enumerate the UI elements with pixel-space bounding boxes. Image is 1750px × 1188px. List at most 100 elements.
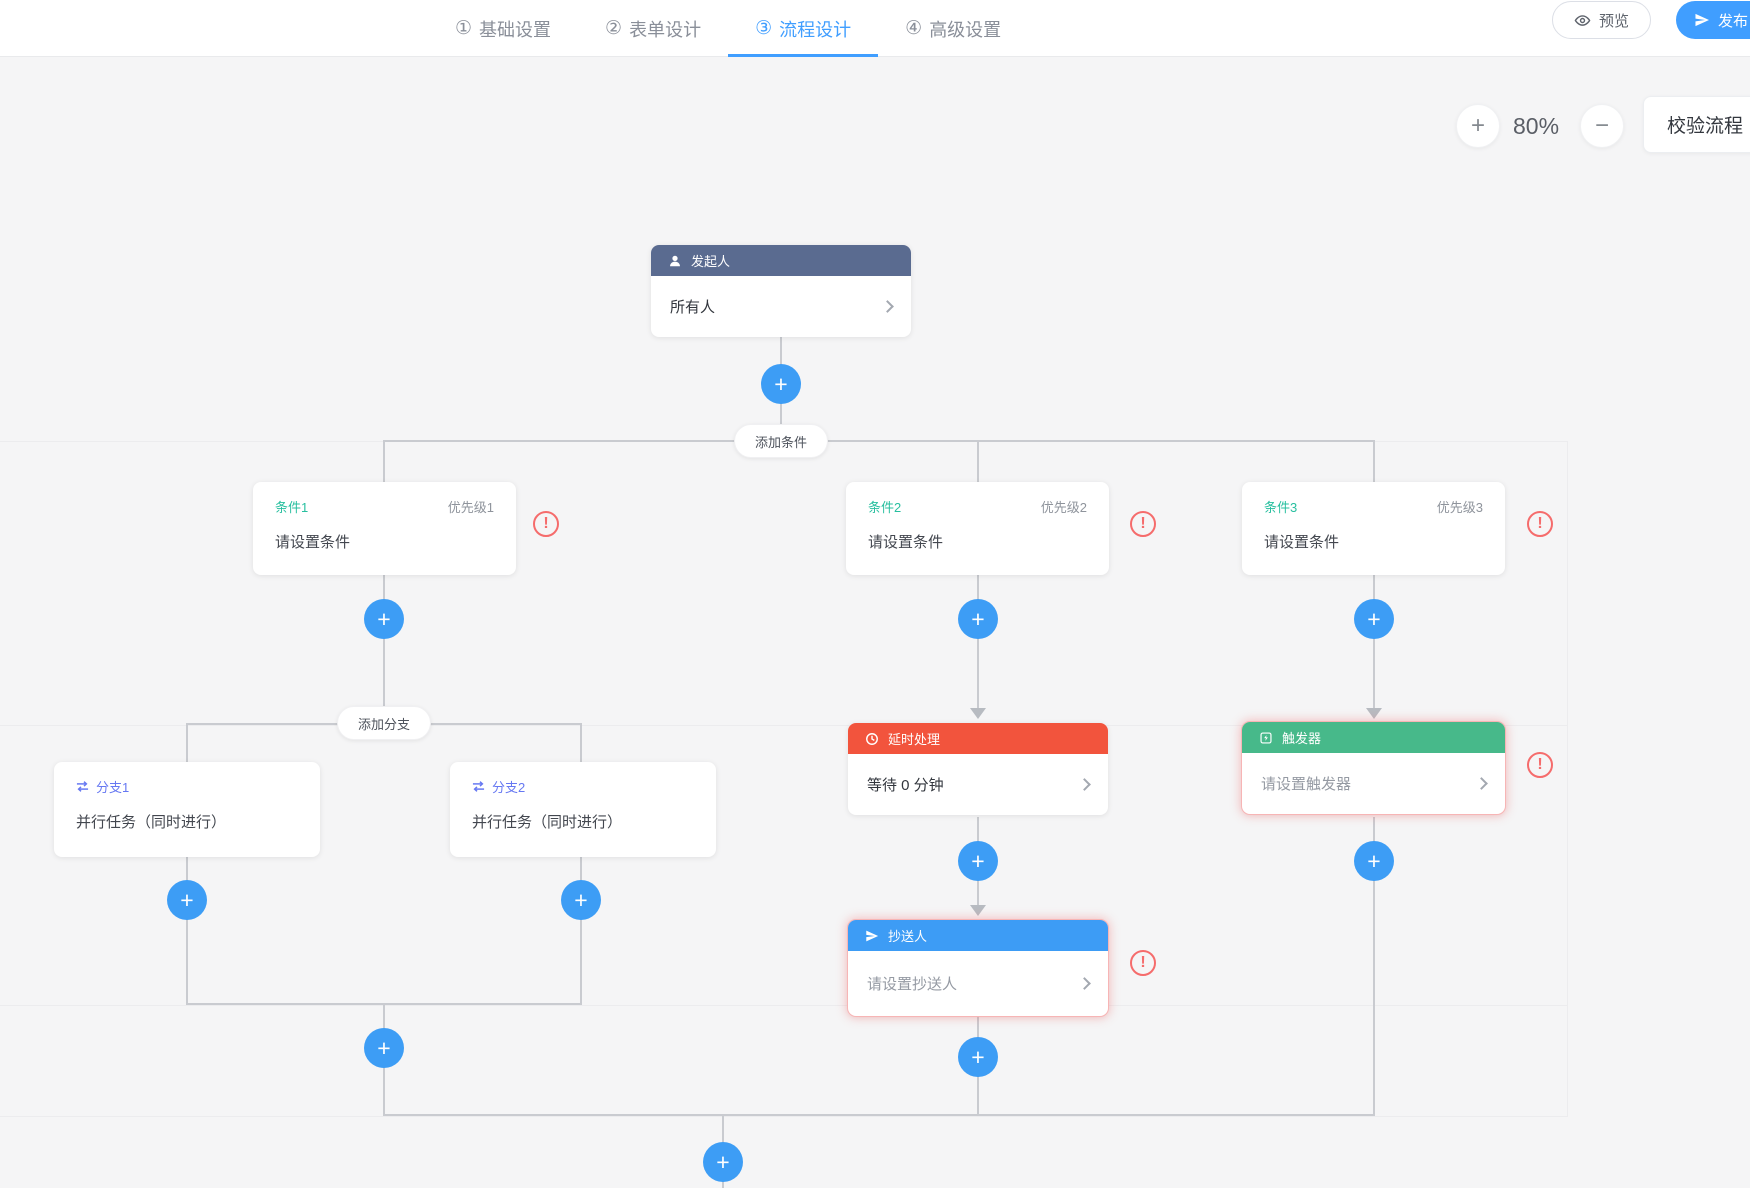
condition-priority: 优先级3 [1436, 500, 1483, 515]
condition-priority: 优先级2 [1040, 500, 1087, 515]
person-icon [670, 255, 680, 266]
lane-divider [1567, 441, 1568, 1117]
connector-line [186, 725, 188, 762]
condition-title: 条件3 [1264, 500, 1298, 515]
connector-line [186, 857, 188, 1005]
trigger-node-header: 触发器 [1242, 722, 1505, 753]
tab-basic-settings[interactable]: ① 基础设置 [428, 0, 578, 57]
tab-label: 流程设计 [779, 19, 852, 40]
add-node-button[interactable]: + [364, 1028, 404, 1068]
start-node-header: 发起人 [651, 245, 911, 276]
branch-node-2[interactable]: 分支2 并行任务（同时进行） [450, 762, 716, 857]
start-node[interactable]: 发起人 所有人 [651, 245, 911, 337]
tab-number: ① [455, 18, 473, 39]
tab-label: 基础设置 [479, 19, 552, 40]
branch-value: 并行任务（同时进行） [76, 814, 227, 831]
trigger-node-placeholder: 请设置触发器 [1261, 776, 1352, 793]
lane-divider [0, 725, 1567, 726]
lane-divider [0, 1005, 1567, 1006]
condition-placeholder: 请设置条件 [275, 534, 351, 551]
chevron-right-icon [1475, 777, 1488, 790]
connector-line [383, 441, 385, 482]
step-tabs: ① 基础设置 ② 表单设计 ③ 流程设计 ④ 高级设置 [428, 0, 1028, 57]
add-node-button[interactable]: + [167, 880, 207, 920]
parallel-branch-icon [472, 781, 485, 792]
preview-button[interactable]: 预览 [1552, 1, 1652, 39]
cc-node-body[interactable]: 请设置抄送人 [848, 951, 1108, 1015]
condition-placeholder: 请设置条件 [1264, 534, 1340, 551]
connector-line [1373, 575, 1375, 708]
chevron-right-icon [1078, 976, 1091, 990]
condition-title: 条件2 [868, 500, 902, 515]
warning-icon: ! [533, 511, 559, 537]
connector-line [580, 725, 582, 762]
delay-node[interactable]: 延时处理 等待 0 分钟 [848, 723, 1108, 815]
tab-flow-design[interactable]: ③ 流程设计 [728, 0, 878, 57]
arrow-down-icon [1366, 708, 1382, 719]
zoom-out-button[interactable]: − [1580, 104, 1624, 148]
cc-node-placeholder: 请设置抄送人 [867, 975, 958, 993]
connector-line [580, 857, 582, 1005]
tab-label: 表单设计 [629, 19, 702, 40]
add-node-button[interactable]: + [761, 364, 801, 404]
tab-advanced-settings[interactable]: ④ 高级设置 [878, 0, 1028, 57]
parallel-branch-icon [76, 781, 89, 792]
start-node-body[interactable]: 所有人 [651, 276, 911, 337]
chevron-right-icon [881, 300, 894, 313]
connector-line [1373, 441, 1375, 482]
arrow-down-icon [970, 905, 986, 916]
branch-title: 分支2 [492, 780, 526, 795]
condition-node-2[interactable]: 条件2 优先级2 请设置条件 [846, 482, 1109, 575]
condition-node-3[interactable]: 条件3 优先级3 请设置条件 [1242, 482, 1505, 575]
add-node-button[interactable]: + [958, 1037, 998, 1077]
preview-label: 预览 [1599, 12, 1630, 30]
delay-node-body[interactable]: 等待 0 分钟 [848, 754, 1108, 815]
zoom-in-button[interactable]: + [1456, 104, 1500, 148]
validate-flow-button[interactable]: 校验流程 [1643, 96, 1750, 153]
delay-node-header: 延时处理 [848, 723, 1108, 754]
clock-icon [866, 732, 878, 745]
paper-plane-icon [1695, 13, 1709, 27]
connector-line [977, 575, 979, 708]
condition-priority: 优先级1 [447, 500, 494, 515]
connector-line [1373, 817, 1375, 1116]
trigger-icon [1260, 731, 1272, 744]
warning-icon: ! [1130, 950, 1156, 976]
start-node-title: 发起人 [691, 254, 731, 269]
zoom-level: 80% [1513, 113, 1560, 139]
add-node-button[interactable]: + [1354, 841, 1394, 881]
tab-number: ② [605, 18, 623, 39]
warning-icon: ! [1527, 511, 1553, 537]
add-node-button[interactable]: + [958, 841, 998, 881]
add-branch-button[interactable]: 添加分支 [337, 706, 431, 740]
connector-line [977, 441, 979, 482]
connector-line [186, 1003, 582, 1005]
warning-icon: ! [1527, 752, 1553, 778]
trigger-node-body[interactable]: 请设置触发器 [1242, 753, 1505, 814]
branch-value: 并行任务（同时进行） [472, 814, 623, 831]
publish-label: 发布 [1718, 12, 1749, 30]
publish-button[interactable]: 发布 [1676, 1, 1750, 39]
cc-node-title: 抄送人 [888, 929, 928, 944]
connector-line [383, 440, 1375, 442]
connector-line [383, 575, 385, 723]
delay-node-title: 延时处理 [888, 732, 941, 747]
connector-line [383, 1114, 1375, 1116]
add-node-button[interactable]: + [561, 880, 601, 920]
trigger-node-title: 触发器 [1282, 731, 1322, 746]
tab-form-design[interactable]: ② 表单设计 [578, 0, 728, 57]
add-node-button[interactable]: + [364, 599, 404, 639]
add-condition-button[interactable]: 添加条件 [734, 424, 828, 458]
add-node-button[interactable]: + [703, 1142, 743, 1182]
cc-node[interactable]: 抄送人 请设置抄送人 [848, 920, 1108, 1016]
add-node-button[interactable]: + [1354, 599, 1394, 639]
condition-title: 条件1 [275, 500, 309, 515]
tab-number: ④ [905, 18, 923, 39]
delay-node-value: 等待 0 分钟 [867, 777, 944, 794]
trigger-node[interactable]: 触发器 请设置触发器 [1242, 722, 1505, 814]
branch-node-1[interactable]: 分支1 并行任务（同时进行） [54, 762, 320, 857]
condition-node-1[interactable]: 条件1 优先级1 请设置条件 [253, 482, 516, 575]
arrow-down-icon [970, 708, 986, 719]
branch-title: 分支1 [96, 780, 130, 795]
add-node-button[interactable]: + [958, 599, 998, 639]
